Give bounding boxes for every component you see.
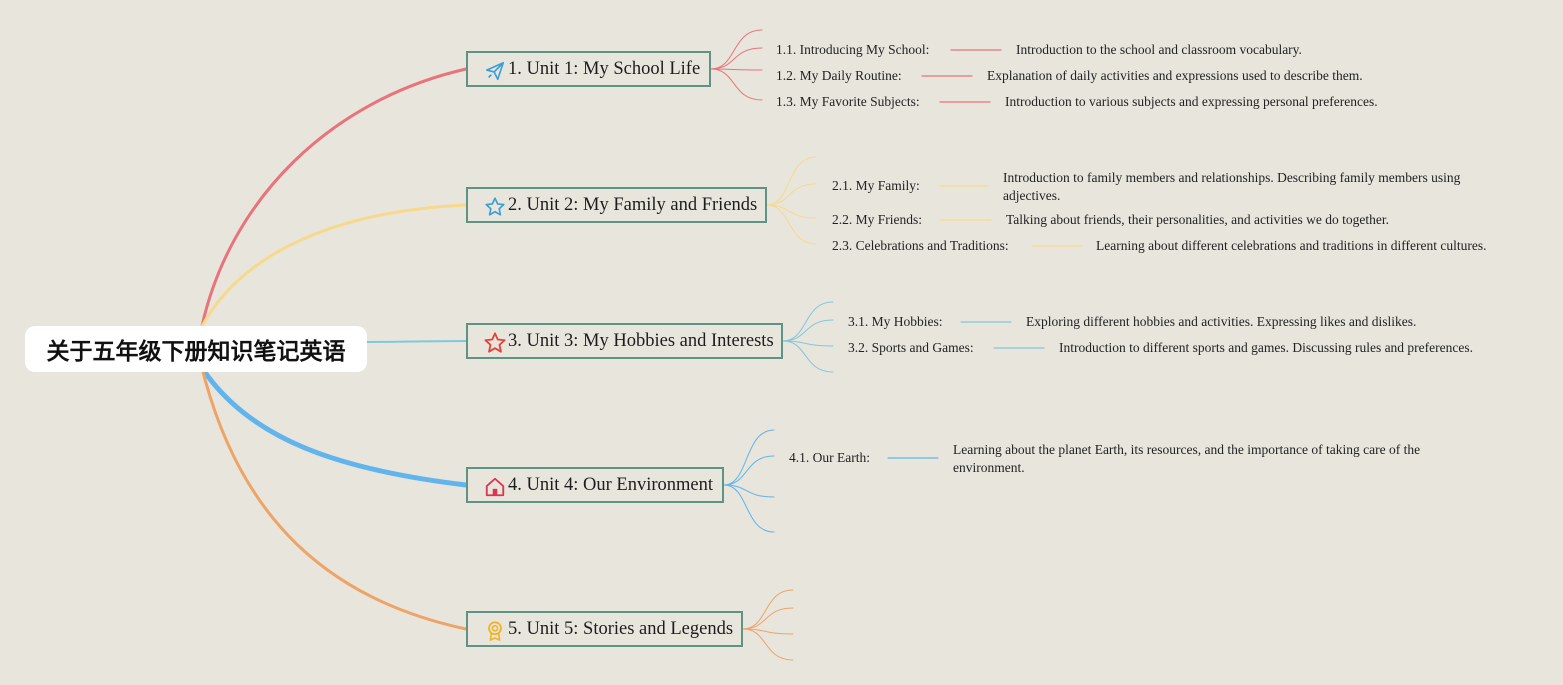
fan-connector xyxy=(710,29,763,70)
fan-connector xyxy=(742,589,794,630)
subtopic-label[interactable]: 3.1. My Hobbies: xyxy=(848,314,943,329)
subtopic-description[interactable]: Exploring different hobbies and activiti… xyxy=(1026,314,1417,329)
fan-connector xyxy=(710,47,763,70)
fan-connector xyxy=(766,204,817,245)
branch-connector xyxy=(199,365,469,488)
subtopic-label[interactable]: 2.3. Celebrations and Traditions: xyxy=(832,238,1009,253)
unit-node[interactable]: 5. Unit 5: Stories and Legends xyxy=(466,611,743,647)
fan-connector xyxy=(723,429,775,486)
star-outline-icon xyxy=(484,196,506,218)
subtopic-description[interactable]: Introduction to the school and classroom… xyxy=(1016,42,1302,57)
subtopic-label[interactable]: 1.2. My Daily Routine: xyxy=(776,68,902,83)
unit-node[interactable]: 1. Unit 1: My School Life xyxy=(466,51,711,87)
unit-label: 3. Unit 3: My Hobbies and Interests xyxy=(508,330,774,351)
fan-connector xyxy=(782,301,834,342)
star-icon xyxy=(484,332,506,354)
fan-connector xyxy=(723,484,775,533)
subtopic-description[interactable]: Introduction to family members and relat… xyxy=(1003,170,1461,203)
subtopic-description[interactable]: Introduction to various subjects and exp… xyxy=(1005,94,1378,109)
unit-node[interactable]: 3. Unit 3: My Hobbies and Interests xyxy=(466,323,783,359)
unit-label: 5. Unit 5: Stories and Legends xyxy=(508,618,734,639)
unit-label: 2. Unit 2: My Family and Friends xyxy=(508,194,758,215)
subtopic-description[interactable]: Talking about friends, their personaliti… xyxy=(1006,212,1389,227)
fan-connector xyxy=(742,628,794,661)
central-topic[interactable]: 关于五年级下册知识笔记英语 xyxy=(25,326,367,372)
fan-connector xyxy=(766,204,817,219)
fan-connector xyxy=(766,183,817,206)
fan-connector xyxy=(723,455,775,486)
subtopic-description[interactable]: Explanation of daily activities and expr… xyxy=(987,68,1363,83)
subtopic-label[interactable]: 1.1. Introducing My School: xyxy=(776,42,930,57)
subtopic-description[interactable]: Learning about different celebrations an… xyxy=(1096,238,1487,253)
subtopic-label[interactable]: 3.2. Sports and Games: xyxy=(848,340,974,355)
branch-connector xyxy=(200,366,468,631)
subtopic-label[interactable]: 4.1. Our Earth: xyxy=(789,450,870,465)
fan-connector xyxy=(782,319,834,342)
fan-connector xyxy=(723,484,775,498)
unit-label: 1. Unit 1: My School Life xyxy=(508,58,701,79)
unit-label: 4. Unit 4: Our Environment xyxy=(508,474,714,495)
fan-connector xyxy=(742,607,794,630)
branch-connector xyxy=(366,340,467,343)
branch-connector xyxy=(200,203,468,328)
subtopic-label[interactable]: 2.1. My Family: xyxy=(832,178,920,193)
paper-plane-icon xyxy=(484,60,506,82)
branch-connector xyxy=(200,67,468,328)
award-icon xyxy=(484,620,506,642)
unit-node[interactable]: 2. Unit 2: My Family and Friends xyxy=(466,187,767,223)
subtopic-description[interactable]: Learning about the planet Earth, its res… xyxy=(953,442,1421,475)
fan-connector xyxy=(782,340,834,373)
fan-connector xyxy=(766,156,817,206)
fan-connector xyxy=(710,68,763,71)
subtopic-label[interactable]: 2.2. My Friends: xyxy=(832,212,923,227)
subtopic-label[interactable]: 1.3. My Favorite Subjects: xyxy=(776,94,920,109)
subtopic-description[interactable]: Introduction to different sports and gam… xyxy=(1059,340,1474,355)
home-icon xyxy=(484,476,506,498)
unit-node[interactable]: 4. Unit 4: Our Environment xyxy=(466,467,724,503)
fan-connector xyxy=(710,68,763,101)
